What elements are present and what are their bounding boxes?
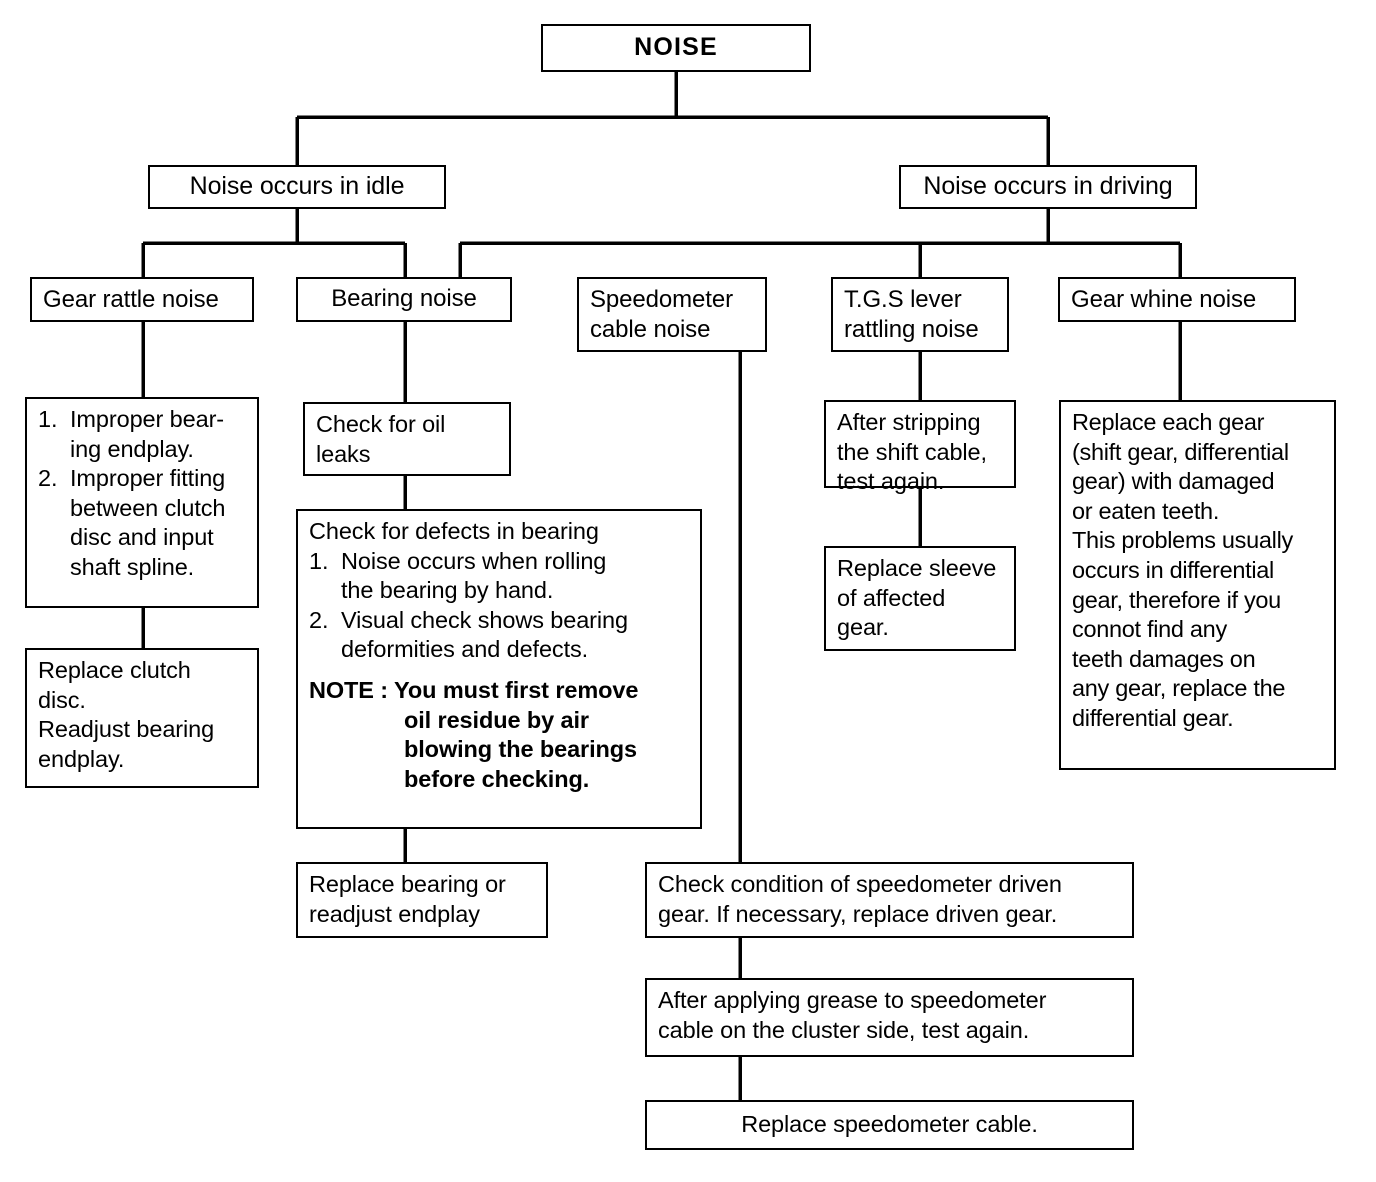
list-item-line: the bearing by hand. xyxy=(341,577,554,604)
text-line: Replace clutch xyxy=(38,657,191,683)
text-line: Replace bearing or xyxy=(309,871,506,897)
node-apply-grease-speedometer-cable[interactable]: After applying grease to speedometer cab… xyxy=(645,978,1134,1057)
node-check-speedometer-driven-gear[interactable]: Check condition of speedometer driven ge… xyxy=(645,862,1134,938)
node-replace-bearing[interactable]: Replace bearing or readjust endplay xyxy=(296,862,548,938)
node-root-noise[interactable]: NOISE xyxy=(541,24,811,72)
text-line: gear. If necessary, replace driven gear. xyxy=(658,900,1058,927)
list-item: 2. Visual check shows bearing deformitie… xyxy=(309,606,691,665)
text-line: (shift gear, differential xyxy=(1072,438,1289,465)
node-replace-speedometer-cable[interactable]: Replace speedometer cable. xyxy=(645,1100,1134,1150)
text-line: gear) with damaged xyxy=(1072,468,1275,495)
node-gear-rattle-causes[interactable]: 1. Improper bear- ing endplay. 2. Improp… xyxy=(25,397,259,608)
note-line: oil residue by air xyxy=(404,706,589,733)
list-item-line: Improper fitting xyxy=(70,465,226,492)
list-item-line: deformities and defects. xyxy=(341,636,589,663)
list-item-line: shaft spline. xyxy=(70,554,195,581)
note-first-line: NOTE : You must first remove xyxy=(309,676,691,706)
text-line: Replace sleeve xyxy=(837,555,997,581)
text-line: After stripping xyxy=(837,409,981,435)
node-check-bearing-defects[interactable]: Check for defects in bearing 1. Noise oc… xyxy=(296,509,702,829)
note-line: You must first remove xyxy=(394,677,639,704)
text-line: cable on the cluster side, test again. xyxy=(658,1016,1030,1043)
bearing-note: NOTE : You must first remove oil residue… xyxy=(309,676,691,794)
text-line: of affected xyxy=(837,584,946,611)
node-check-for-oil-leaks[interactable]: Check for oil leaks xyxy=(303,402,511,476)
node-gear-rattle-noise[interactable]: Gear rattle noise xyxy=(30,277,254,322)
list-item-number: 1. xyxy=(38,406,58,432)
node-bearing-noise-label: Bearing noise xyxy=(331,285,477,313)
note-label: NOTE : xyxy=(309,677,395,704)
list-item-line: Noise occurs when rolling xyxy=(341,547,607,574)
node-root-noise-label: NOISE xyxy=(634,33,718,62)
text-line: Check for oil xyxy=(316,411,446,437)
text-line: After applying grease to speedometer xyxy=(658,987,1047,1013)
node-gear-whine-noise-label: Gear whine noise xyxy=(1071,286,1257,313)
text-line: differential gear. xyxy=(1072,705,1234,732)
text-line: Replace each gear xyxy=(1072,409,1265,435)
text-line: Readjust bearing xyxy=(38,716,215,743)
text-line: or eaten teeth. xyxy=(1072,497,1220,524)
text-line: gear. xyxy=(837,614,889,641)
node-gear-rattle-noise-label: Gear rattle noise xyxy=(43,286,219,313)
node-noise-idle[interactable]: Noise occurs in idle xyxy=(148,165,446,209)
list-item: 1. Improper bear- ing endplay. xyxy=(38,405,248,464)
text-line: Replace speedometer cable. xyxy=(741,1111,1038,1138)
list-item-number: 2. xyxy=(38,465,58,492)
tgs-line-2: rattling noise xyxy=(844,316,979,344)
text-line: occurs in differential xyxy=(1072,557,1274,584)
node-noise-driving-label: Noise occurs in driving xyxy=(923,172,1173,201)
text-line: endplay. xyxy=(38,745,125,772)
text-line: readjust endplay xyxy=(309,900,480,927)
list-item-number: 1. xyxy=(309,547,329,574)
list-item: 2. Improper fitting between clutch disc … xyxy=(38,464,248,582)
node-replace-sleeve[interactable]: Replace sleeve of affected gear. xyxy=(824,546,1016,651)
node-noise-driving[interactable]: Noise occurs in driving xyxy=(899,165,1197,209)
tgs-line-1: T.G.S lever xyxy=(844,286,962,313)
text-line: leaks xyxy=(316,440,371,467)
list-item-line: Visual check shows bearing xyxy=(341,606,628,633)
node-bearing-noise[interactable]: Bearing noise xyxy=(296,277,512,322)
text-line: test again. xyxy=(837,468,945,495)
list-item-line: disc and input xyxy=(70,524,214,551)
list-item-line: Improper bear- xyxy=(70,406,225,432)
node-replace-each-gear[interactable]: Replace each gear (shift gear, different… xyxy=(1059,400,1336,770)
node-gear-whine-noise[interactable]: Gear whine noise xyxy=(1058,277,1296,322)
text-line: any gear, replace the xyxy=(1072,675,1286,702)
text-line: the shift cable, xyxy=(837,438,987,465)
list-item-number: 2. xyxy=(309,606,329,633)
text-line: disc. xyxy=(38,686,86,713)
speedometer-line-1: Speedometer xyxy=(590,286,733,313)
bearing-defect-list: 1. Noise occurs when rolling the bearing… xyxy=(309,547,691,665)
speedometer-line-2: cable noise xyxy=(590,316,711,344)
text-line: teeth damages on xyxy=(1072,645,1256,672)
node-replace-clutch-disc[interactable]: Replace clutch disc. Readjust bearing en… xyxy=(25,648,259,788)
node-speedometer-cable-noise[interactable]: Speedometer cable noise xyxy=(577,277,767,352)
node-noise-idle-label: Noise occurs in idle xyxy=(189,172,405,201)
list-item: 1. Noise occurs when rolling the bearing… xyxy=(309,547,691,606)
node-after-stripping-shift-cable[interactable]: After stripping the shift cable, test ag… xyxy=(824,400,1016,494)
text-line: Check condition of speedometer driven xyxy=(658,871,1062,897)
gear-rattle-cause-list: 1. Improper bear- ing endplay. 2. Improp… xyxy=(38,405,248,583)
defects-heading: Check for defects in bearing xyxy=(309,518,599,544)
list-item-line: between clutch xyxy=(70,494,226,521)
text-line: gear, therefore if you xyxy=(1072,586,1281,613)
note-line: before checking. xyxy=(404,765,590,792)
text-line: This problems usually xyxy=(1072,527,1293,554)
text-line: connot find any xyxy=(1072,616,1227,643)
note-line: blowing the bearings xyxy=(404,736,638,763)
list-item-line: ing endplay. xyxy=(70,435,194,462)
node-tgs-lever-rattling-noise[interactable]: T.G.S lever rattling noise xyxy=(831,277,1009,352)
